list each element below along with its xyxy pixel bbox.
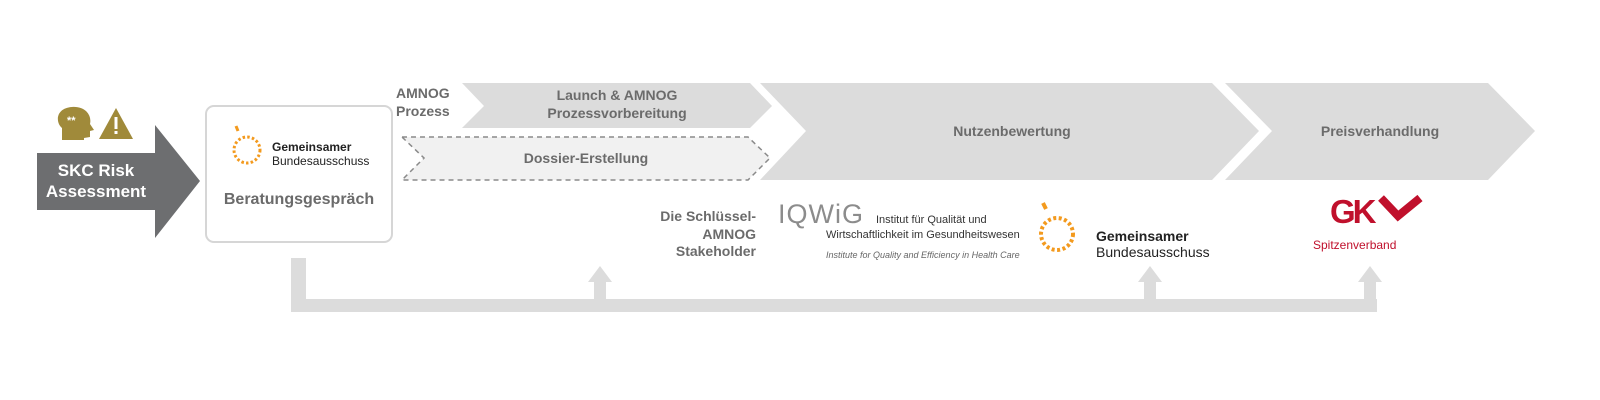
gkv-subtitle: Spitzenverband	[1313, 238, 1397, 252]
amnog-line1: AMNOG	[396, 85, 450, 101]
iqwig-logo-text: IQWiG	[778, 199, 864, 229]
iqwig-line3: Institute for Quality and Efficiency in …	[826, 250, 1020, 260]
svg-text:GK: GK	[1330, 193, 1377, 230]
nutzen-label: Nutzenbewertung	[953, 123, 1071, 139]
gba-line2: Bundesausschuss	[272, 153, 370, 168]
preis-label: Preisverhandlung	[1320, 123, 1440, 139]
stakeholder-line3: Stakeholder	[675, 243, 756, 259]
preis-arrow	[1225, 83, 1535, 180]
stakeholder-label: Die Schlüssel- AMNOG Stakeholder	[630, 208, 756, 261]
stakeholder-line2: AMNOG	[702, 225, 756, 242]
skc-arrow	[37, 125, 200, 238]
gba-logo-text: Gemeinsamer Bundesausschuss	[1096, 228, 1210, 260]
nutzen-arrow	[760, 83, 1265, 180]
gba-logo-text-small: Gemeinsamer Bundesausschuss	[272, 140, 370, 169]
svg-text:**: **	[67, 115, 76, 127]
gba-sun-logo-small	[232, 125, 262, 165]
iqwig-line1: Institut für Qualität und	[876, 214, 987, 226]
launch-arrow	[462, 83, 772, 128]
skc-label-line2: Assessment	[45, 182, 147, 202]
amnog-prozess-label: AMNOG Prozess	[396, 85, 450, 120]
launch-line1: Launch & AMNOG	[556, 87, 678, 103]
gba-sun-logo	[1039, 202, 1075, 252]
iqwig-logo: IQWiG	[778, 199, 864, 230]
gba-stake-line1: Gemeinsamer	[1096, 228, 1189, 244]
gkv-logo: GK	[1330, 193, 1423, 230]
warning-icon	[99, 108, 133, 139]
launch-label: Launch & AMNOG Prozessvorbereitung	[484, 87, 750, 122]
gba-stake-line2: Bundesausschuss	[1096, 244, 1210, 261]
launch-line2: Prozessvorbereitung	[547, 104, 687, 121]
dossier-label: Dossier-Erstellung	[523, 150, 649, 166]
skc-label: SKC Risk Assessment	[37, 160, 155, 203]
stakeholder-line1: Die Schlüssel-	[660, 208, 756, 224]
head-thought-icon: **	[57, 106, 94, 140]
beratung-label: Beratungsgespräch	[223, 191, 375, 208]
dossier-arrow	[400, 136, 772, 181]
skc-label-line1: SKC Risk	[57, 161, 135, 180]
beratung-box	[205, 105, 393, 243]
iqwig-line2: Wirtschaftlichkeit im Gesundheitswesen	[826, 229, 1020, 241]
gba-line1: Gemeinsamer	[272, 140, 352, 154]
amnog-line2: Prozess	[396, 102, 450, 119]
stakeholder-connector	[291, 258, 1382, 312]
